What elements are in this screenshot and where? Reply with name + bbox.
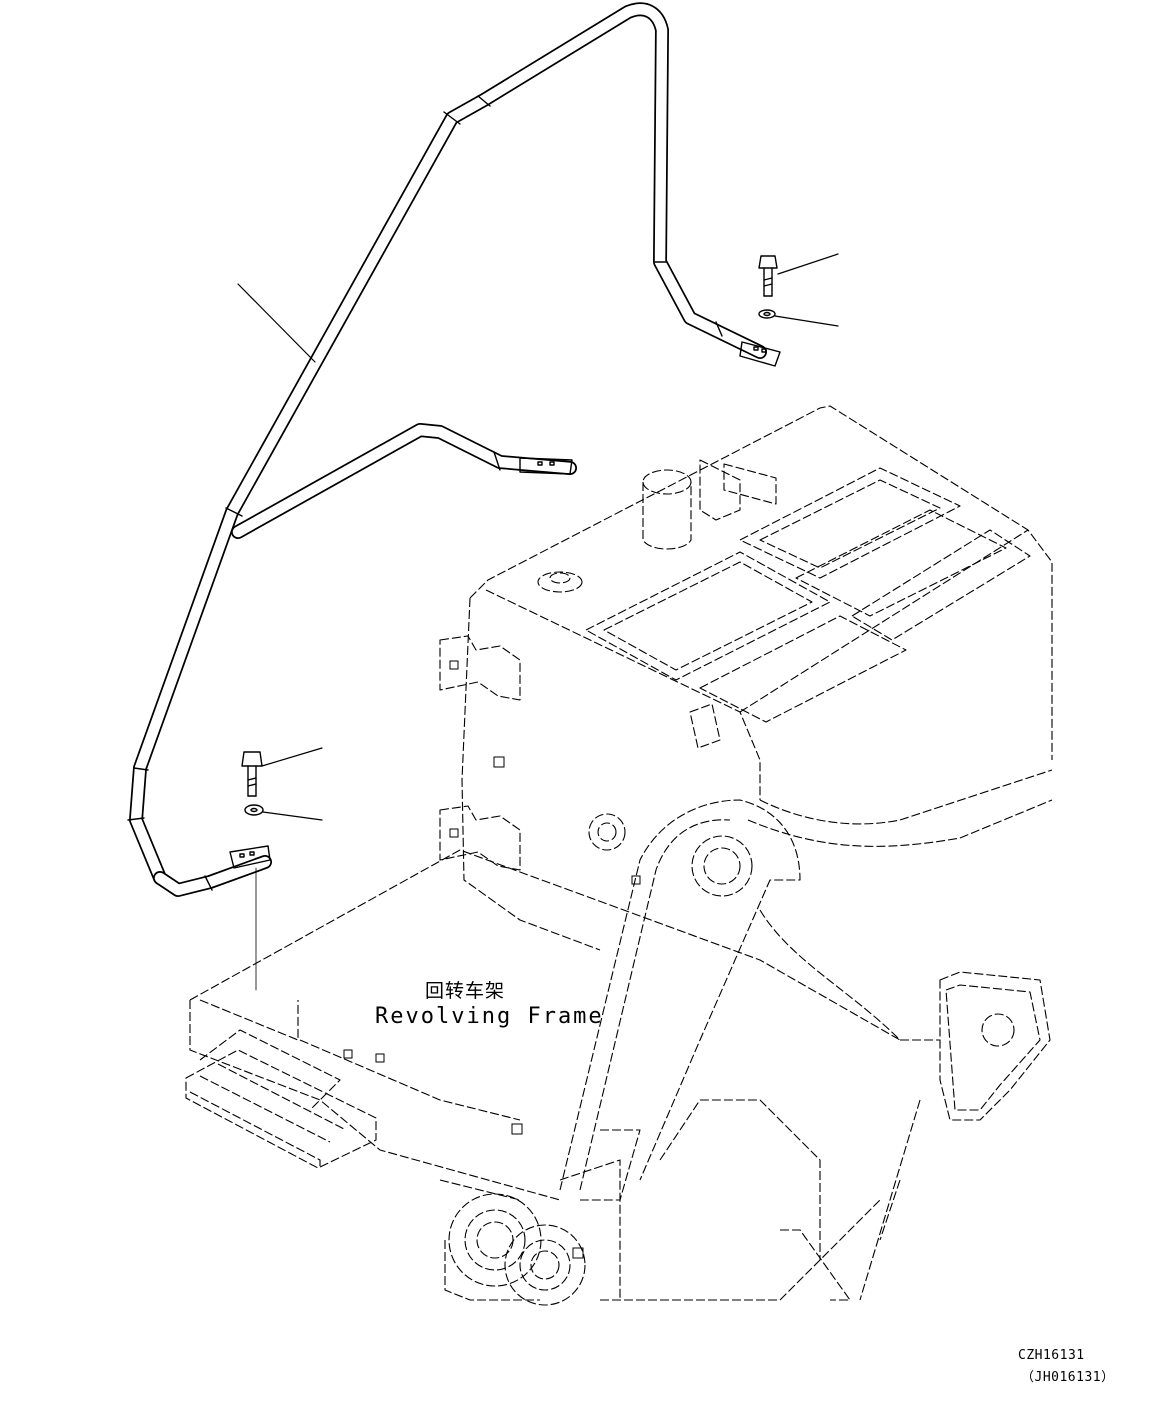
fastener-details [343,660,641,1259]
leader-lines [237,253,839,821]
washer-upper [758,309,776,319]
handrail-mount-upper-right [739,341,781,367]
handrail-mount-middle [519,457,573,475]
handrail-mount-lower-left [229,845,271,869]
frame-label-english: Revolving Frame [375,1004,604,1029]
drawing-number: CZH16131 [1018,1348,1085,1363]
bolt-upper [758,255,778,297]
washer-lower [244,804,264,816]
handrail [127,2,767,897]
boom-foot [444,799,801,1306]
counterweight-bracket [759,909,1051,1301]
revolving-frame [185,849,901,1301]
bolt-lower [241,751,263,797]
fuel-tank [439,405,1053,951]
drawing-reference: （JH016131） [1021,1370,1115,1385]
frame-label-chinese: 回转车架 [425,980,506,1002]
